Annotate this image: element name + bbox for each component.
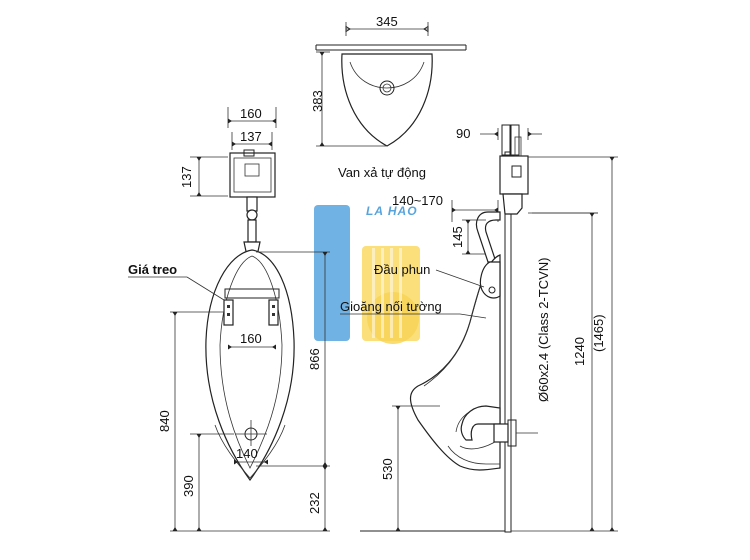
watermark-text: LA HAO [366,204,418,218]
valve-outer-dim: 160 [240,106,262,121]
gasket-label: Gioăng nối tường [340,299,442,314]
side-valve [499,155,529,195]
hanger-bracket [224,288,280,299]
height-866-dim: 866 [307,348,322,370]
bracket-label: Giá treo [128,262,177,277]
height-1240-dim: 1240 [572,337,587,366]
top-drain [379,80,395,96]
height-840-dim: 840 [157,410,172,432]
top-width-dim: 345 [376,14,398,29]
top-view: 345 383 Van xả tự động [310,14,467,180]
valve-caption: Van xả tự động [338,165,426,180]
height-232-dim: 232 [307,492,322,514]
watermark-logo: LA HAO [314,204,420,344]
height-530-dim: 530 [380,458,395,480]
spray-label: Đầu phun [374,262,430,277]
flush-valve [229,152,276,198]
drop-145-dim: 145 [450,226,465,248]
front-view: 160 137 137 Giá treo [128,106,330,532]
top-depth-dim: 383 [310,90,325,112]
height-1465-dim: (1465) [591,314,606,352]
range-dim: 140~170 [392,193,443,208]
valve-inner-dim: 137 [240,129,262,144]
top-bowl [341,53,433,147]
height-390-dim: 390 [181,475,196,497]
side-view: 90 140~170 145 Đầu phun Gioăng nối tường [340,124,618,533]
pipe-spec-label: Ø60x2.4 (Class 2-TCVN) [536,258,551,402]
bracket-width-dim: 160 [240,331,262,346]
offset-90-dim: 90 [456,126,470,141]
outlet-width-dim: 140 [236,446,258,461]
valve-height-dim: 137 [179,166,194,188]
